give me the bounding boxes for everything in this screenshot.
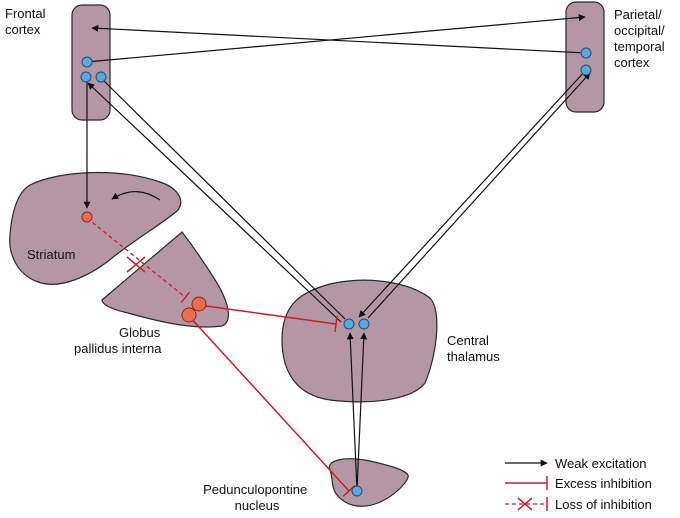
striatum-neuron (81, 211, 93, 223)
loss-cross-2 (126, 256, 146, 273)
striatum-label: Striatum (27, 247, 75, 262)
frontal-cortex-label: Frontal cortex (5, 6, 49, 37)
legend-loss-cross-2 (517, 497, 533, 511)
parietal-to-frontal-arrow (91, 24, 587, 54)
pedunculopontine-to-thalamus-arrow-2 (356, 332, 368, 491)
striatum-region (9, 172, 182, 285)
pedunculopontine-neuron (351, 485, 363, 497)
pedunculopontine-to-thalamus-arrow-1 (346, 332, 358, 491)
legend-weak-excitation-label: Weak excitation (555, 456, 647, 471)
pallidus-to-pedunculopontine-inhibition (187, 314, 350, 492)
frontal-to-parietal-arrow (85, 14, 586, 63)
frontal-to-thalamus-arrow (100, 77, 346, 320)
parietal-cortex-label: Parietal/ occipital/ temporal cortex (614, 7, 668, 70)
globus-pallidus-label: Globus pallidus interna (74, 325, 164, 356)
pedunculopontine-region (328, 458, 409, 507)
thalamus-to-parietal-arrow (367, 72, 591, 319)
parietal-neuron-top (580, 47, 592, 59)
legend-loss-of-inhibition-label: Loss of inhibition (555, 497, 652, 512)
legend: Weak excitation Excess inhibition Loss o… (505, 456, 652, 512)
thalamus-neuron-right (358, 318, 370, 330)
thalamus-neuron-left (343, 318, 355, 330)
legend-excess-inhibition-label: Excess inhibition (555, 476, 652, 491)
frontal-neuron-left (80, 71, 92, 83)
striatum-curved-arrow (111, 191, 161, 201)
pedunculopontine-label: Pedunculopontine nucleus (203, 482, 311, 513)
striatum-to-pallidus-loss-bar (180, 291, 190, 303)
thalamus-to-frontal-arrow (87, 82, 342, 323)
parietal-to-thalamus-arrow (358, 69, 587, 318)
central-thalamus-label: Central thalamus (447, 333, 500, 364)
central-thalamus-region (281, 279, 438, 403)
pallidus-neuron-upper (191, 296, 207, 312)
parietal-neuron-bottom (580, 64, 592, 76)
frontal-neuron-top (81, 56, 93, 68)
pallidus-to-thalamus-inhibition-bar (334, 315, 338, 333)
pallidus-neuron-lower (181, 307, 197, 323)
frontal-neuron-right (95, 71, 107, 83)
pallidus-to-thalamus-inhibition (198, 304, 337, 325)
